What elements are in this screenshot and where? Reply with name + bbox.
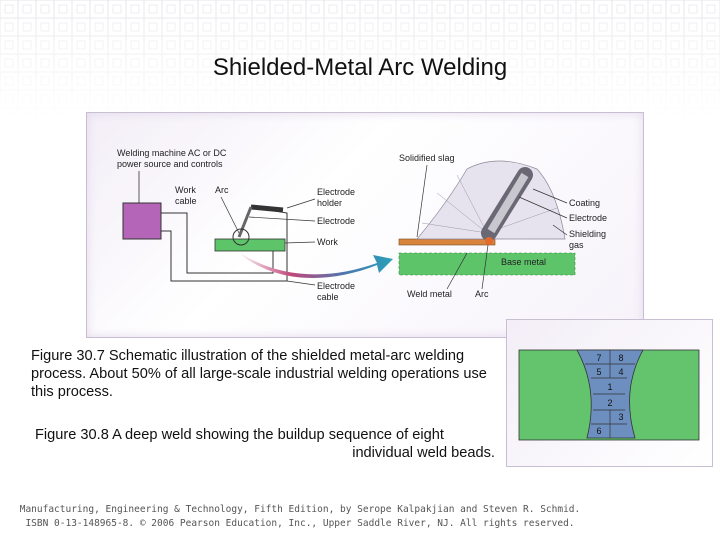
label-electrode-right: Electrode	[569, 213, 607, 223]
footer-line-2: ISBN 0-13-148965-8. © 2006 Pearson Educa…	[25, 518, 575, 529]
svg-text:holder: holder	[317, 198, 342, 208]
caption-figure-30-8-line1: Figure 30.8 A deep weld showing the buil…	[35, 427, 444, 443]
bead-5: 5	[596, 367, 601, 377]
arc-point	[485, 237, 493, 245]
work-piece	[214, 238, 286, 252]
bead-1: 1	[607, 382, 612, 392]
bead-8: 8	[618, 353, 623, 363]
welding-machine-box	[122, 202, 162, 240]
arc-circle	[232, 228, 250, 246]
caption-figure-30-8: Figure 30.8 A deep weld showing the buil…	[35, 426, 495, 462]
bead-7: 7	[596, 353, 601, 363]
label-work: Work	[317, 237, 338, 247]
slide-title: Shielded-Metal Arc Welding	[212, 54, 508, 81]
label-coating: Coating	[569, 198, 600, 208]
weld-bead-diagram: 7 8 5 4 1 2 3 6	[518, 349, 700, 441]
figure-30-8: 7 8 5 4 1 2 3 6	[506, 319, 713, 467]
bead-numbers: 7 8 5 4 1 2 3 6	[596, 353, 623, 436]
label-work-cable: Work	[175, 185, 196, 195]
label-shielding-gas: Shielding	[569, 229, 606, 239]
figure-30-7: Welding machine AC or DC power source an…	[86, 112, 644, 338]
footer-credit: Manufacturing, Engineering & Technology,…	[0, 503, 600, 531]
label-solidified-slag: Solidified slag	[399, 153, 455, 163]
caption-figure-30-8-line2: individual weld beads.	[352, 445, 495, 461]
bead-3: 3	[618, 412, 623, 422]
label-electrode: Electrode	[317, 216, 355, 226]
work-cable-line	[161, 212, 274, 274]
label-machine: Welding machine AC or DC	[117, 148, 227, 158]
svg-text:cable: cable	[317, 292, 339, 302]
electrode-rod	[237, 206, 253, 238]
caption-figure-30-7: Figure 30.7 Schematic illustration of th…	[31, 348, 487, 400]
bead-6: 6	[596, 426, 601, 436]
footer-line-1: Manufacturing, Engineering & Technology,…	[19, 504, 581, 515]
label-electrode-cable: Electrode	[317, 281, 355, 291]
label-base-metal: Base metal	[501, 257, 546, 267]
welding-schematic: Welding machine AC or DC power source an…	[117, 148, 607, 302]
label-arc-right: Arc	[475, 289, 489, 299]
electrode-holder	[250, 204, 284, 213]
electrode-core	[487, 172, 529, 234]
base-metal	[399, 253, 575, 275]
label-machine-2: power source and controls	[117, 159, 223, 169]
bead-2: 2	[607, 398, 612, 408]
svg-text:gas: gas	[569, 240, 584, 250]
svg-text:cable: cable	[175, 196, 197, 206]
solidified-slag	[398, 238, 496, 246]
bead-4: 4	[618, 367, 623, 377]
label-weld-metal: Weld metal	[407, 289, 452, 299]
zoom-arrow	[237, 251, 393, 278]
label-arc: Arc	[215, 185, 229, 195]
label-electrode-holder: Electrode	[317, 187, 355, 197]
